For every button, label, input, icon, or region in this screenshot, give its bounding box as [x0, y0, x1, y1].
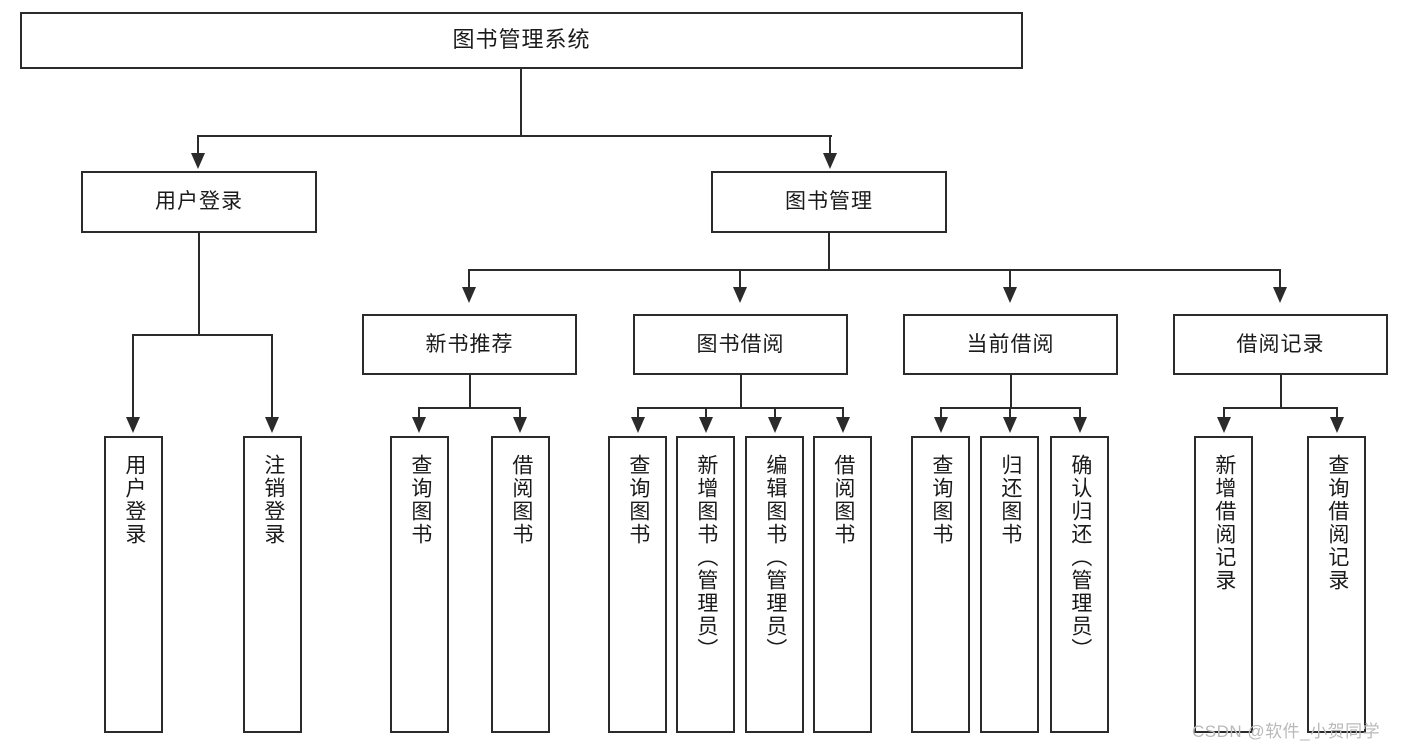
connector-book-borrow-to-leaf-1	[637, 407, 639, 419]
connector-to-book-borrow	[739, 269, 741, 291]
arrow-root-to-book-management	[823, 153, 837, 169]
connector-book-management-stem	[828, 233, 830, 271]
connector-current-borrow-to-leaf-1	[940, 407, 942, 419]
node-label: 借阅图书	[831, 454, 855, 546]
node-book-management[interactable]: 图书管理	[711, 171, 947, 233]
connector-user-login-split-bar	[133, 334, 273, 336]
leaf-book-borrow-4[interactable]: 借阅图书	[813, 436, 872, 733]
connector-new-book-recommend-split-bar	[419, 407, 520, 409]
arrow-to-current-borrow	[1003, 287, 1017, 303]
leaf-user-login-2[interactable]: 注销登录	[243, 436, 302, 733]
node-label: 借阅记录	[1236, 332, 1325, 356]
node-book-borrow[interactable]: 图书借阅	[633, 314, 848, 375]
connector-new-book-recommend-to-leaf-2	[519, 407, 521, 419]
node-label: 查询图书	[626, 454, 650, 546]
connector-to-new-book-recommend	[468, 269, 470, 291]
connector-current-borrow-stem	[1010, 375, 1012, 409]
node-label: 查询图书	[929, 454, 953, 546]
connector-root-to-user-login	[197, 135, 199, 157]
arrow-root-to-user-login	[191, 153, 205, 169]
node-label: 注销登录	[261, 454, 285, 546]
connector-book-borrow-split-bar	[638, 407, 843, 409]
arrow-new-book-recommend-to-leaf-1	[412, 417, 426, 433]
connector-borrow-records-split-bar	[1224, 407, 1337, 409]
arrow-borrow-records-to-leaf-2	[1330, 417, 1344, 433]
node-label: 查询借阅记录	[1325, 454, 1349, 592]
connector-borrow-records-to-leaf-2	[1336, 407, 1338, 419]
arrow-to-new-book-recommend	[462, 287, 476, 303]
arrow-current-borrow-to-leaf-3	[1073, 417, 1087, 433]
leaf-borrow-records-1[interactable]: 新增借阅记录	[1194, 436, 1253, 733]
leaf-current-borrow-1[interactable]: 查询图书	[911, 436, 970, 733]
connector-root-stem	[520, 69, 522, 136]
connector-root-split-bar	[198, 135, 832, 137]
arrow-to-borrow-records	[1273, 287, 1287, 303]
node-label: 借阅图书	[509, 454, 533, 546]
leaf-new-book-recommend-2[interactable]: 借阅图书	[491, 436, 550, 733]
connector-user-login-to-leaf-2	[271, 334, 273, 418]
connector-root-to-book-management	[829, 135, 831, 157]
arrow-borrow-records-to-leaf-1	[1217, 417, 1231, 433]
node-label: 确认归还（管理员）	[1068, 454, 1092, 661]
node-current-borrow[interactable]: 当前借阅	[903, 314, 1118, 375]
connector-borrow-records-to-leaf-1	[1223, 407, 1225, 419]
node-label: 归还图书	[998, 454, 1022, 546]
node-label: 图书借阅	[696, 332, 785, 356]
node-label: 新增图书（管理员）	[694, 454, 718, 661]
node-user-login[interactable]: 用户登录	[81, 171, 317, 233]
node-label: 新书推荐	[425, 332, 514, 356]
connector-book-borrow-to-leaf-3	[774, 407, 776, 419]
arrow-current-borrow-to-leaf-2	[1003, 417, 1017, 433]
node-label: 用户登录	[155, 190, 243, 214]
connector-to-current-borrow	[1009, 269, 1011, 291]
connector-to-borrow-records	[1279, 269, 1281, 291]
node-label: 编辑图书（管理员）	[763, 454, 787, 661]
node-root-book-management-system[interactable]: 图书管理系统	[20, 12, 1023, 69]
leaf-book-borrow-1[interactable]: 查询图书	[608, 436, 667, 733]
leaf-book-borrow-2[interactable]: 新增图书（管理员）	[676, 436, 735, 733]
connector-borrow-records-stem	[1280, 375, 1282, 409]
leaf-book-borrow-3[interactable]: 编辑图书（管理员）	[745, 436, 804, 733]
arrow-user-login-to-leaf-2	[265, 417, 279, 433]
connector-current-borrow-to-leaf-3	[1079, 407, 1081, 419]
csdn-watermark: CSDN @软件_小贺同学	[1192, 722, 1381, 741]
connector-current-borrow-to-leaf-2	[1009, 407, 1011, 419]
leaf-borrow-records-2[interactable]: 查询借阅记录	[1307, 436, 1366, 733]
arrow-current-borrow-to-leaf-1	[934, 417, 948, 433]
connector-book-borrow-stem	[740, 375, 742, 409]
node-label: 当前借阅	[966, 332, 1055, 356]
node-new-book-recommend[interactable]: 新书推荐	[362, 314, 577, 375]
node-borrow-records[interactable]: 借阅记录	[1173, 314, 1388, 375]
connector-user-login-stem	[198, 233, 200, 336]
arrow-to-book-borrow	[733, 287, 747, 303]
arrow-book-borrow-to-leaf-1	[631, 417, 645, 433]
node-label: 图书管理系统	[452, 27, 591, 53]
leaf-current-borrow-3[interactable]: 确认归还（管理员）	[1050, 436, 1109, 733]
connector-user-login-to-leaf-1	[132, 334, 134, 418]
leaf-current-borrow-2[interactable]: 归还图书	[980, 436, 1039, 733]
node-label: 新增借阅记录	[1212, 454, 1236, 592]
arrow-user-login-to-leaf-1	[126, 417, 140, 433]
arrow-book-borrow-to-leaf-3	[768, 417, 782, 433]
connector-new-book-recommend-to-leaf-1	[418, 407, 420, 419]
connector-new-book-recommend-stem	[469, 375, 471, 409]
connector-book-borrow-to-leaf-4	[842, 407, 844, 419]
connector-level3-split-bar	[468, 269, 1281, 271]
arrow-new-book-recommend-to-leaf-2	[513, 417, 527, 433]
node-label: 查询图书	[408, 454, 432, 546]
connector-book-borrow-to-leaf-2	[705, 407, 707, 419]
leaf-user-login-1[interactable]: 用户登录	[104, 436, 163, 733]
arrow-book-borrow-to-leaf-2	[699, 417, 713, 433]
node-label: 图书管理	[785, 190, 873, 214]
node-label: 用户登录	[122, 454, 146, 546]
leaf-new-book-recommend-1[interactable]: 查询图书	[390, 436, 449, 733]
arrow-book-borrow-to-leaf-4	[836, 417, 850, 433]
